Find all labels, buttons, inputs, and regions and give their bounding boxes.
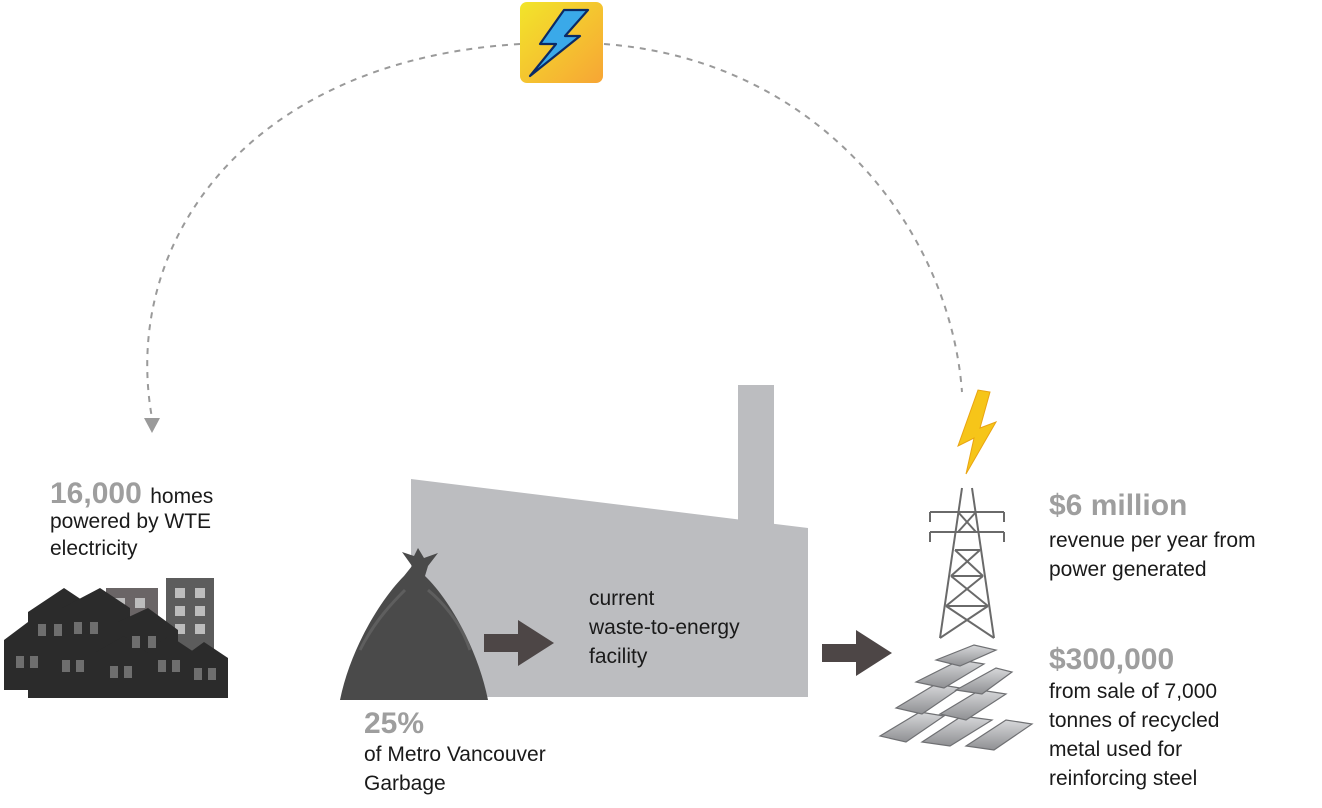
homes-line3: electricity [50, 537, 138, 560]
garbage-number: 25% [364, 707, 425, 740]
arrow-right-icon [822, 630, 892, 676]
arc-arrowhead-down [144, 418, 160, 433]
metal-revenue-line3: metal used for [1049, 738, 1183, 761]
garbage-bag-icon [340, 548, 488, 700]
metal-ingots-icon [878, 644, 1034, 751]
homes-number: 16,000 [50, 477, 142, 510]
metal-revenue-line4: reinforcing steel [1049, 767, 1198, 790]
garbage-stat: 25% of Metro Vancouver Garbage [364, 706, 546, 800]
arrow-right-icon [484, 620, 554, 666]
homes-word: homes [150, 485, 214, 508]
lightning-badge-icon [520, 2, 603, 83]
power-tower-icon [929, 487, 1005, 639]
lightning-bolt-icon [957, 389, 998, 475]
metal-revenue-number: $300,000 [1049, 643, 1175, 676]
dashed-arc-left [146, 43, 521, 419]
homes-stat: 16,000 homes powered by WTE electricity [50, 477, 213, 569]
power-revenue-number: $6 million [1049, 489, 1188, 522]
metal-revenue-line2: tonnes of recycled [1049, 709, 1220, 732]
metal-revenue-line1: from sale of 7,000 [1049, 680, 1218, 703]
facility-label: current waste-to-energy facility [589, 584, 740, 671]
houses-icon [4, 578, 228, 698]
power-revenue-line1: revenue per year from [1049, 529, 1256, 552]
metal-revenue-stat: $300,000 from sale of 7,000 tonnes of re… [1049, 642, 1219, 794]
facility-line3: facility [589, 645, 648, 668]
dashed-arc-right [603, 43, 963, 393]
power-revenue-stat: $6 million revenue per year from power g… [1049, 488, 1256, 582]
facility-line1: current [589, 587, 655, 610]
facility-line2: waste-to-energy [589, 616, 740, 639]
garbage-line1: of Metro Vancouver [364, 743, 546, 766]
power-revenue-line2: power generated [1049, 558, 1207, 581]
homes-line2: powered by WTE [50, 510, 212, 533]
garbage-line2: Garbage [364, 772, 446, 795]
